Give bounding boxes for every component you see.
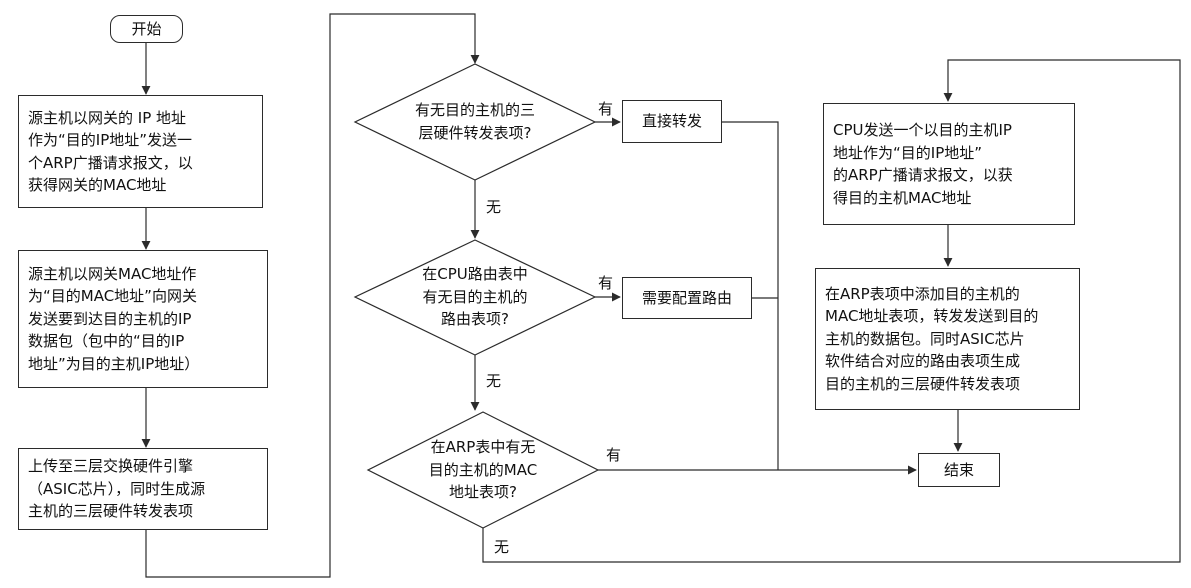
edge-label-l3-no: 无 <box>486 198 502 216</box>
edge-label-l3-yes: 有 <box>598 100 614 118</box>
process-cpu-arp-request: CPU发送一个以目的主机IP 地址作为“目的IP地址” 的ARP广播请求报文，以… <box>823 103 1075 225</box>
start-node: 开始 <box>110 15 183 43</box>
edges <box>141 13 1181 578</box>
decision-shapes <box>353 63 600 529</box>
process-direct-forward: 直接转发 <box>622 100 722 143</box>
process-upload-asic: 上传至三层交换硬件引擎 （ASIC芯片），同时生成源 主机的三层硬件转发表项 <box>18 448 268 530</box>
edge-arp-no-to-cpu-arp-request <box>482 59 1181 563</box>
decision-cpu-route-text: 在CPU路由表中 有无目的主机的 路由表项? <box>422 265 528 328</box>
process-add-arp-entry: 在ARP表项中添加目的主机的 MAC地址表项，转发发送到目的 主机的数据包。同时… <box>815 268 1080 410</box>
edge-label-arp-yes: 有 <box>606 446 622 464</box>
decision-l3-hw-entry-shape <box>353 63 597 181</box>
decision-cpu-route-shape <box>353 239 597 356</box>
decision-arp-mac-shape <box>366 411 600 529</box>
edge-upload-asic-to-l3-decision <box>145 13 480 578</box>
edge-label-arp-no: 无 <box>494 538 510 556</box>
decision-arp-mac-text: 在ARP表中有无 目的主机的MAC 地址表项? <box>428 438 538 501</box>
edge-direct-forward-to-end-line <box>722 121 779 470</box>
process-config-route: 需要配置路由 <box>622 277 752 319</box>
decision-l3-hw-entry-text: 有无目的主机的三 层硬件转发表项? <box>414 101 535 142</box>
edge-label-route-no: 无 <box>486 372 502 390</box>
edge-label-route-yes: 有 <box>598 274 614 292</box>
end-node: 结束 <box>918 453 1000 487</box>
process-gateway-arp-request: 源主机以网关的 IP 地址 作为“目的IP地址”发送一 个ARP广播请求报文，以… <box>18 95 263 208</box>
process-send-ip-packet: 源主机以网关MAC地址作 为“目的MAC地址”向网关 发送要到达目的主机的IP … <box>18 250 268 388</box>
